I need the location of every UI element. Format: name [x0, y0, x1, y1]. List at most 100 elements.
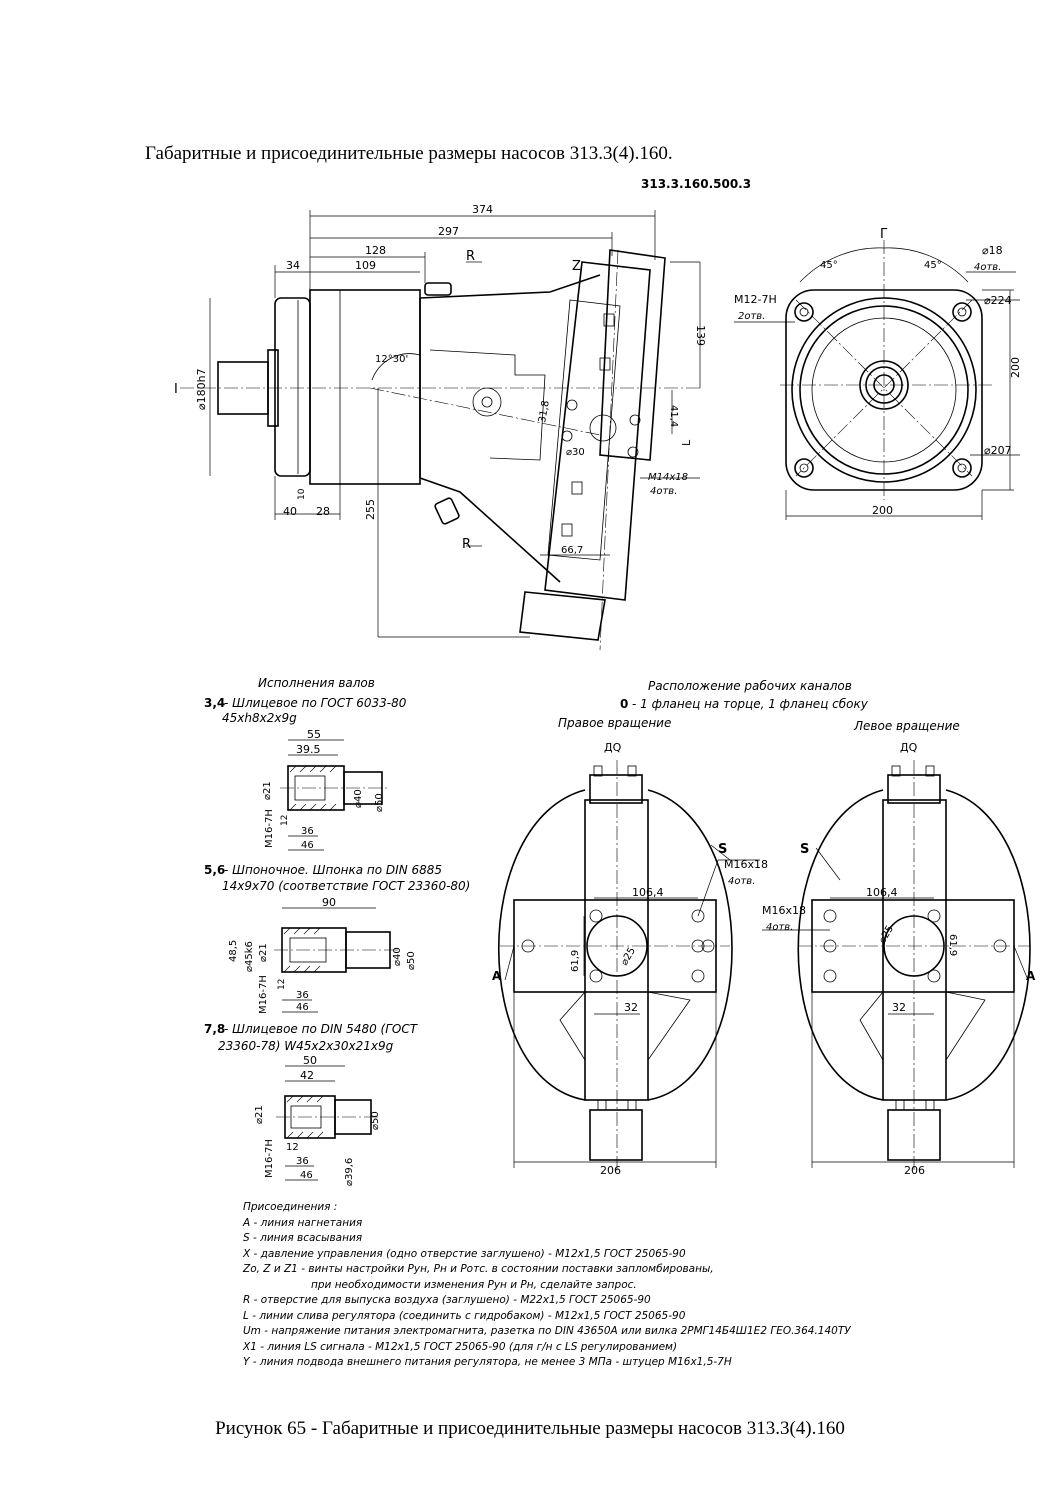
svg-text:2отв.: 2отв. [738, 311, 765, 322]
svg-text:- 1 фланец на торце, 1 фланец: - 1 фланец на торце, 1 фланец сбоку [632, 697, 869, 711]
svg-text:Исполнения валов: Исполнения валов [258, 676, 375, 690]
svg-text:23360-78) W45x2x30x21x9g: 23360-78) W45x2x30x21x9g [218, 1039, 394, 1053]
svg-text:⌀50: ⌀50 [374, 793, 385, 812]
svg-text:200: 200 [872, 504, 893, 517]
svg-text:Расположение рабочих каналов: Расположение рабочих каналов [648, 679, 852, 693]
svg-text:⌀207: ⌀207 [984, 444, 1012, 457]
svg-text:⌀21: ⌀21 [258, 943, 269, 962]
svg-text:Правое вращение: Правое вращение [558, 716, 671, 730]
connections-legend: Присоединения : A - линия нагнетания S -… [243, 1200, 851, 1371]
drawing-number: 313.3.160.500.3 [641, 177, 751, 191]
svg-text:⌀25: ⌀25 [877, 924, 896, 946]
svg-text:⌀18: ⌀18 [982, 244, 1003, 257]
svg-text:55: 55 [307, 728, 321, 741]
svg-text:A: A [492, 969, 502, 983]
svg-text:M16-7H: M16-7H [264, 1139, 275, 1178]
svg-text:66,7: 66,7 [561, 545, 583, 556]
svg-text:46: 46 [296, 1002, 309, 1013]
svg-text:12: 12 [286, 1142, 299, 1153]
side-view-dimensions: 374 297 128 109 34 139 ⌀180h7 12°30' 31,… [174, 203, 707, 638]
svg-text:46: 46 [300, 1170, 313, 1181]
svg-text:61,9: 61,9 [947, 934, 958, 956]
legend-line: R - отверстие для выпуска воздуха (заглу… [243, 1294, 651, 1306]
svg-text:128: 128 [365, 244, 386, 257]
svg-text:⌀180h7: ⌀180h7 [195, 368, 208, 410]
svg-text:139: 139 [694, 325, 707, 346]
shaft-variants: Исполнения валов 3,4 - Шлицевое по ГОСТ … [204, 676, 470, 1186]
svg-text:14x9x70 (соответствие ГОСТ 233: 14x9x70 (соответствие ГОСТ 23360-80) [222, 879, 470, 893]
svg-text:A: A [1026, 969, 1036, 983]
svg-text:R: R [466, 249, 475, 264]
svg-text:0: 0 [620, 697, 628, 711]
svg-text:⌀50: ⌀50 [370, 1111, 381, 1130]
svg-text:⌀50: ⌀50 [406, 951, 417, 970]
svg-text:45°: 45° [820, 260, 838, 271]
svg-text:S: S [718, 842, 727, 857]
channel-layout: Расположение рабочих каналов 0 - 1 флане… [492, 679, 1036, 1177]
svg-text:106,4: 106,4 [632, 886, 664, 899]
svg-text:L: L [680, 439, 693, 446]
svg-text:⌀39,6: ⌀39,6 [344, 1158, 355, 1186]
svg-text:206: 206 [600, 1164, 621, 1177]
svg-text:206: 206 [904, 1164, 925, 1177]
svg-text:S: S [800, 842, 809, 857]
page-heading: Габаритные и присоединительные размеры н… [145, 143, 673, 164]
svg-text:12: 12 [277, 979, 287, 990]
svg-text:M12-7H: M12-7H [734, 293, 777, 306]
svg-text:M16x18: M16x18 [724, 858, 768, 871]
svg-text:⌀30: ⌀30 [566, 447, 585, 458]
svg-text:Левое вращение: Левое вращение [853, 719, 960, 733]
legend-line: при необходимости изменения Pун и Pн, сд… [311, 1278, 637, 1291]
svg-text:ДQ: ДQ [604, 741, 622, 754]
figure-caption: Рисунок 65 - Габаритные и присоединитель… [215, 1418, 845, 1439]
svg-text:106,4: 106,4 [866, 886, 898, 899]
svg-text:⌀45k6: ⌀45k6 [244, 941, 255, 972]
svg-text:36: 36 [296, 990, 309, 1001]
svg-text:48,5: 48,5 [228, 940, 239, 962]
svg-text:5,6: 5,6 [204, 863, 225, 877]
svg-text:61,9: 61,9 [570, 950, 581, 972]
svg-text:M16x18: M16x18 [762, 904, 806, 917]
svg-text:M14x18: M14x18 [648, 472, 688, 483]
svg-text:ДQ: ДQ [900, 741, 918, 754]
svg-text:45°: 45° [924, 260, 942, 271]
legend-line: X - давление управления (одно отверстие … [243, 1247, 686, 1260]
svg-text:12: 12 [280, 815, 290, 826]
svg-text:39.5: 39.5 [296, 743, 321, 756]
left-rotation-view: ДQ [762, 741, 1036, 1177]
svg-text:36: 36 [301, 826, 314, 837]
svg-text:4отв.: 4отв. [728, 876, 755, 887]
legend-line: L - линии слива регулятора (соединить с … [243, 1309, 686, 1322]
legend-line: Um - напряжение питания электромагнита, … [243, 1325, 851, 1337]
svg-text:12°30': 12°30' [375, 354, 408, 365]
legend-line: S - линия всасывания [243, 1232, 363, 1244]
legend-line: Y - линия подвода внешнего питания регул… [243, 1356, 732, 1368]
svg-text:4отв.: 4отв. [766, 922, 793, 933]
svg-text:M16-7H: M16-7H [264, 809, 275, 848]
svg-text:32: 32 [892, 1001, 906, 1014]
svg-text:297: 297 [438, 225, 459, 238]
svg-text:36: 36 [296, 1156, 309, 1167]
svg-text:4отв.: 4отв. [974, 262, 1001, 273]
svg-text:Г: Г [880, 227, 888, 242]
pump-side-view [180, 249, 700, 651]
legend-title: Присоединения : [243, 1201, 338, 1213]
right-rotation-view: ДQ [492, 741, 768, 1177]
svg-text:3,4: 3,4 [204, 696, 225, 710]
svg-text:⌀21: ⌀21 [254, 1105, 265, 1124]
pump-front-view: 45° 45° ⌀18 4отв. M12-7H 2отв. ⌀224 200 … [734, 227, 1022, 520]
svg-text:⌀25: ⌀25 [619, 946, 638, 968]
legend-line: X1 - линия LS сигнала - M12x1,5 ГОСТ 250… [243, 1340, 678, 1353]
svg-text:28: 28 [316, 505, 330, 518]
svg-text:- Шлицевое по ГОСТ 6033-80: - Шлицевое по ГОСТ 6033-80 [224, 696, 407, 710]
svg-text:4отв.: 4отв. [650, 486, 677, 497]
legend-line: A - линия нагнетания [243, 1216, 363, 1229]
svg-text:R: R [462, 537, 471, 552]
svg-text:M16-7H: M16-7H [258, 975, 269, 1014]
svg-text:10: 10 [297, 488, 307, 500]
svg-text:42: 42 [300, 1069, 314, 1082]
legend-line: Zо, Z и Z1 - винты настройки Pун, Pн и P… [243, 1263, 714, 1275]
svg-text:109: 109 [355, 259, 376, 272]
svg-text:I: I [174, 382, 178, 397]
